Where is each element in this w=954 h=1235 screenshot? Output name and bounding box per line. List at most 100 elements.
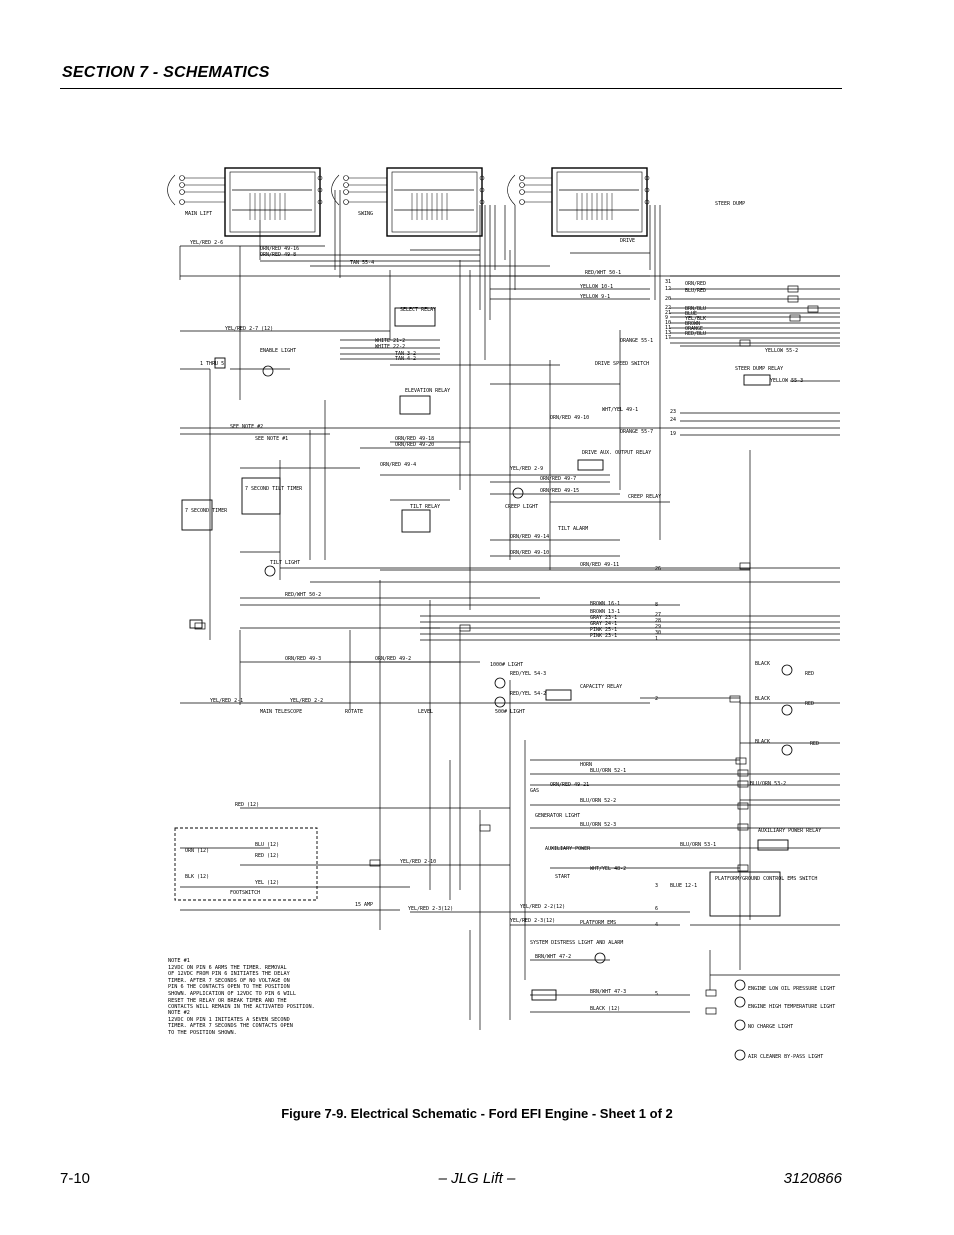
ems-switch-box — [709, 871, 781, 917]
svg-text:WHITE 22-2: WHITE 22-2 — [375, 344, 405, 350]
svg-text:BLU/ORN 52-2: BLU/ORN 52-2 — [580, 798, 616, 804]
svg-text:TILT ALARM: TILT ALARM — [558, 526, 588, 532]
svg-text:ORN/RED 49-3: ORN/RED 49-3 — [285, 656, 321, 662]
svg-text:BRN/BLU: BRN/BLU — [685, 306, 706, 312]
svg-text:BLU (12): BLU (12) — [255, 842, 279, 848]
svg-text:YELLOW 55-3: YELLOW 55-3 — [770, 378, 803, 384]
svg-text:5: 5 — [655, 991, 658, 997]
svg-text:START: START — [555, 874, 570, 880]
svg-text:AIR CLEANER BY-PASS LIGHT: AIR CLEANER BY-PASS LIGHT — [748, 1054, 823, 1060]
svg-text:YELLOW 10-1: YELLOW 10-1 — [580, 284, 613, 290]
component-labels: SELECT RELAY ENABLE LIGHT ELEVATION RELA… — [185, 201, 835, 1060]
svg-text:19: 19 — [670, 431, 676, 437]
svg-text:30: 30 — [655, 630, 661, 636]
svg-text:12: 12 — [665, 286, 671, 292]
svg-text:RED/YEL 54-2: RED/YEL 54-2 — [510, 691, 546, 697]
main-lift-module — [224, 167, 321, 237]
svg-text:YEL/RED 2-3(12): YEL/RED 2-3(12) — [408, 906, 453, 912]
svg-text:MAIN TELESCOPE: MAIN TELESCOPE — [260, 709, 302, 715]
svg-text:1: 1 — [655, 636, 658, 642]
svg-text:ORN/RED 49-7: ORN/RED 49-7 — [540, 476, 576, 482]
svg-text:ORN/RED 49-14: ORN/RED 49-14 — [510, 534, 549, 540]
vertical-wiring — [179, 190, 751, 1030]
svg-text:BROWN: BROWN — [685, 321, 700, 327]
svg-text:RED (12): RED (12) — [235, 802, 259, 808]
svg-text:YELLOW 9-1: YELLOW 9-1 — [580, 294, 610, 300]
svg-text:YEL/RED 2-6: YEL/RED 2-6 — [190, 240, 223, 246]
svg-text:TAN 4-2: TAN 4-2 — [395, 356, 416, 362]
terminal-numbers: 31 12 20 22 21 9 10 11 13 17 23 24 19 26… — [655, 279, 676, 997]
svg-text:BLU/RED: BLU/RED — [685, 288, 706, 294]
svg-text:BROWN 16-1: BROWN 16-1 — [590, 601, 620, 607]
drive-label: DRIVE — [620, 238, 635, 244]
svg-text:9: 9 — [665, 315, 668, 321]
svg-text:YELLOW 55-2: YELLOW 55-2 — [765, 348, 798, 354]
page-number: 7-10 — [60, 1170, 91, 1187]
svg-text:BLACK: BLACK — [755, 696, 770, 702]
svg-text:BLACK (12): BLACK (12) — [590, 1006, 620, 1012]
main-lift-label: MAIN LIFT — [185, 211, 212, 217]
svg-text:1000# LIGHT: 1000# LIGHT — [490, 662, 523, 668]
svg-text:BRN/WHT 47-3: BRN/WHT 47-3 — [590, 989, 626, 995]
svg-text:22: 22 — [665, 305, 671, 311]
header-rule — [60, 88, 842, 89]
terminal-blocks — [194, 285, 819, 1015]
svg-text:6: 6 — [655, 906, 658, 912]
drive-module — [551, 167, 648, 237]
svg-text:RED: RED — [805, 671, 814, 677]
svg-text:RED/WHT 50-2: RED/WHT 50-2 — [285, 592, 321, 598]
svg-text:TILT LIGHT: TILT LIGHT — [270, 560, 300, 566]
svg-text:RED/WHT 50-1: RED/WHT 50-1 — [585, 270, 621, 276]
svg-text:WHT/YEL 48-2: WHT/YEL 48-2 — [590, 866, 626, 872]
svg-text:BLU/ORN 52-1: BLU/ORN 52-1 — [590, 768, 626, 774]
svg-text:ORN/RED 49-20: ORN/RED 49-20 — [395, 442, 434, 448]
svg-text:500# LIGHT: 500# LIGHT — [495, 709, 525, 715]
svg-text:26: 26 — [655, 566, 661, 572]
svg-text:28: 28 — [655, 618, 661, 624]
svg-text:ORN/RED: ORN/RED — [685, 281, 706, 287]
section-title: SECTION 7 - SCHEMATICS — [62, 64, 270, 81]
svg-text:BLACK: BLACK — [755, 739, 770, 745]
svg-text:ORN/RED 49-10: ORN/RED 49-10 — [550, 415, 589, 421]
svg-text:ORN/RED 49-15: ORN/RED 49-15 — [540, 488, 579, 494]
svg-text:10: 10 — [665, 320, 671, 326]
footer-brand: – JLG Lift – — [438, 1170, 516, 1187]
svg-text:ORN/RED 49-16: ORN/RED 49-16 — [260, 246, 299, 252]
lights — [262, 365, 793, 1061]
svg-text:YEL/RED 2-9: YEL/RED 2-9 — [510, 466, 543, 472]
svg-text:FOOTSWITCH: FOOTSWITCH — [230, 890, 260, 896]
svg-text:ORN/RED 49-11: ORN/RED 49-11 — [580, 562, 619, 568]
note-1: NOTE #1 12VDC ON PIN 6 ARMS THE TIMER. R… — [168, 958, 315, 1011]
footswitch-wire-labels: ORN (12) BLU (12) RED (12) BLK (12) YEL … — [185, 842, 279, 886]
svg-text:YEL/RED 2-2: YEL/RED 2-2 — [290, 698, 323, 704]
svg-text:GRAY 24-1: GRAY 24-1 — [590, 621, 617, 627]
swing-label: SWING — [358, 211, 373, 217]
svg-text:ELEVATION RELAY: ELEVATION RELAY — [405, 388, 450, 394]
svg-text:NO CHARGE LIGHT: NO CHARGE LIGHT — [748, 1024, 793, 1030]
svg-text:BRN/WHT 47-2: BRN/WHT 47-2 — [535, 954, 571, 960]
svg-text:GENERATOR LIGHT: GENERATOR LIGHT — [535, 813, 580, 819]
svg-text:TAN 3-2: TAN 3-2 — [395, 351, 416, 357]
relays — [181, 307, 789, 1001]
svg-text:21: 21 — [665, 310, 671, 316]
document-number: 3120866 — [783, 1170, 842, 1187]
svg-text:PLATFORM/GROUND CONTROL EMS SW: PLATFORM/GROUND CONTROL EMS SWITCH — [715, 876, 817, 882]
svg-text:DRIVE SPEED SWITCH: DRIVE SPEED SWITCH — [595, 361, 649, 367]
svg-text:13: 13 — [665, 330, 671, 336]
svg-text:BROWN 13-1: BROWN 13-1 — [590, 609, 620, 615]
svg-text:DRIVE AUX. OUTPUT RELAY: DRIVE AUX. OUTPUT RELAY — [582, 450, 651, 456]
svg-text:RED: RED — [805, 701, 814, 707]
svg-text:GAS: GAS — [530, 788, 539, 794]
svg-text:YEL/RED 2-7 (12): YEL/RED 2-7 (12) — [225, 326, 273, 332]
svg-text:YEL/RED 2-2(12): YEL/RED 2-2(12) — [520, 904, 565, 910]
svg-text:ENGINE LOW OIL PRESSURE LIGHT: ENGINE LOW OIL PRESSURE LIGHT — [748, 986, 835, 992]
svg-text:YEL (12): YEL (12) — [255, 880, 279, 886]
svg-text:BLU/ORN 53-2: BLU/ORN 53-2 — [750, 781, 786, 787]
svg-text:17: 17 — [665, 335, 671, 341]
svg-text:YEL/RED 2-3(12): YEL/RED 2-3(12) — [510, 918, 555, 924]
svg-text:SYSTEM DISTRESS LIGHT AND ALAR: SYSTEM DISTRESS LIGHT AND ALARM — [530, 940, 623, 946]
svg-text:23: 23 — [670, 409, 676, 415]
svg-text:24: 24 — [670, 417, 676, 423]
svg-text:WHT/YEL 49-1: WHT/YEL 49-1 — [602, 407, 638, 413]
note-2: NOTE #2 12VDC ON PIN 1 INITIATES A SEVEN… — [168, 1010, 293, 1036]
